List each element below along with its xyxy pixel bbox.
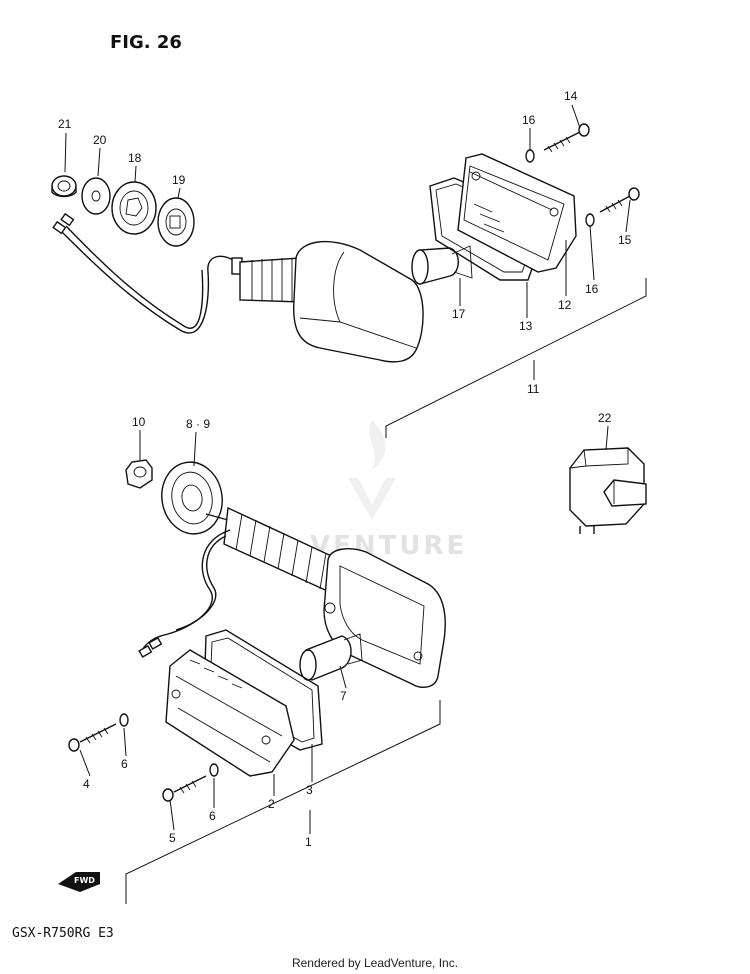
lower-leader-lines [79,430,347,834]
part-19-grommet [157,197,195,247]
part-15-screw [599,187,640,213]
model-code: GSX-R750RG E3 [12,926,114,941]
part-1-lower-turn-signal-housing [205,506,446,688]
part-18-grommet [111,181,157,235]
part-22-relay [569,425,647,534]
part-11-upper-turn-signal-housing [231,240,424,363]
bracket-1 [125,700,441,904]
callout-2: 2 [268,797,275,811]
figure-title: FIG. 26 [110,32,182,53]
watermark-logo [348,420,396,520]
callout-1: 1 [305,835,312,849]
fwd-arrow-icon: FWD [58,872,100,892]
callout-18: 18 [128,151,142,165]
callout-11: 11 [527,382,540,396]
callout-13: 13 [519,319,533,333]
callout-16b: 16 [585,282,599,296]
upper-leader-lines [64,104,631,380]
part-20-washer [81,177,111,215]
callout-17: 17 [452,307,466,321]
part-5-screw [162,775,207,802]
part-17-bulb [411,245,473,285]
callout-3: 3 [306,783,313,797]
part-6-washer-lower [209,763,219,777]
part-2-lens [165,649,295,777]
bracket-11 [385,278,647,438]
callout-22: 22 [598,411,612,425]
callout-8-9: 8 · 9 [186,417,210,431]
callout-4: 4 [83,777,90,791]
part-21-nut [51,175,77,198]
part-8-9-gasket [161,461,223,535]
fwd-label: FWD [74,876,95,885]
render-credit: Rendered by LeadVenture, Inc. [291,956,459,970]
callout-10: 10 [132,415,146,429]
lower-wire-harness [138,529,231,658]
part-16-washer-upper [525,149,535,163]
part-7-bulb [299,633,363,681]
callout-labels: 21 20 18 19 14 16 15 16 12 13 17 11 10 8… [58,89,632,849]
part-14-screw [543,123,590,153]
callout-6a: 6 [121,757,128,771]
part-6-washer-upper [119,713,129,727]
callout-20: 20 [93,133,107,147]
part-12-lens [457,153,577,273]
callout-5: 5 [169,831,176,845]
callout-16a: 16 [522,113,536,127]
part-16-washer-right [585,213,595,227]
callout-7: 7 [340,689,347,703]
part-13-gasket [429,177,551,281]
part-10-nut [125,459,153,489]
callout-15: 15 [618,233,632,247]
callout-19: 19 [172,173,186,187]
callout-12: 12 [558,298,572,312]
callout-6b: 6 [209,809,216,823]
part-4-screw [68,723,117,752]
callout-14: 14 [564,89,578,103]
callout-21: 21 [58,117,72,131]
upper-wire-harness [52,212,237,334]
